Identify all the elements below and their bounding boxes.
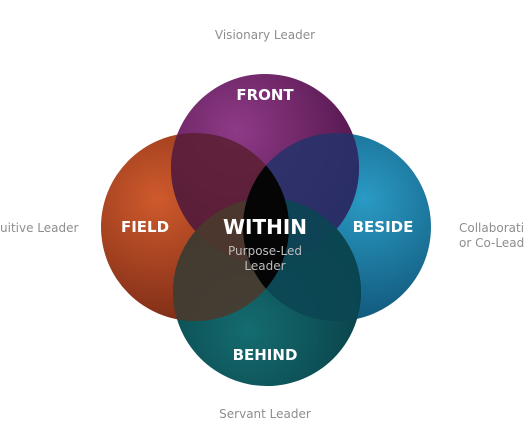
beside-label: BESIDE bbox=[353, 218, 414, 236]
collaborative-leader-label-line2: or Co-Lead bbox=[459, 236, 525, 250]
collaborative-leader-label-line1: Collaborati bbox=[459, 221, 525, 235]
intuitive-leader-label: uitive Leader bbox=[0, 221, 79, 235]
field-label: FIELD bbox=[121, 218, 169, 236]
visionary-leader-label: Visionary Leader bbox=[214, 28, 316, 42]
behind-label: BEHIND bbox=[233, 346, 298, 364]
within-subtitle-line2: Leader bbox=[244, 259, 285, 273]
servant-leader-label: Servant Leader bbox=[219, 407, 311, 421]
front-label: FRONT bbox=[236, 86, 294, 104]
within-subtitle-line1: Purpose-Led bbox=[228, 244, 302, 258]
within-label: WITHIN bbox=[223, 215, 307, 239]
